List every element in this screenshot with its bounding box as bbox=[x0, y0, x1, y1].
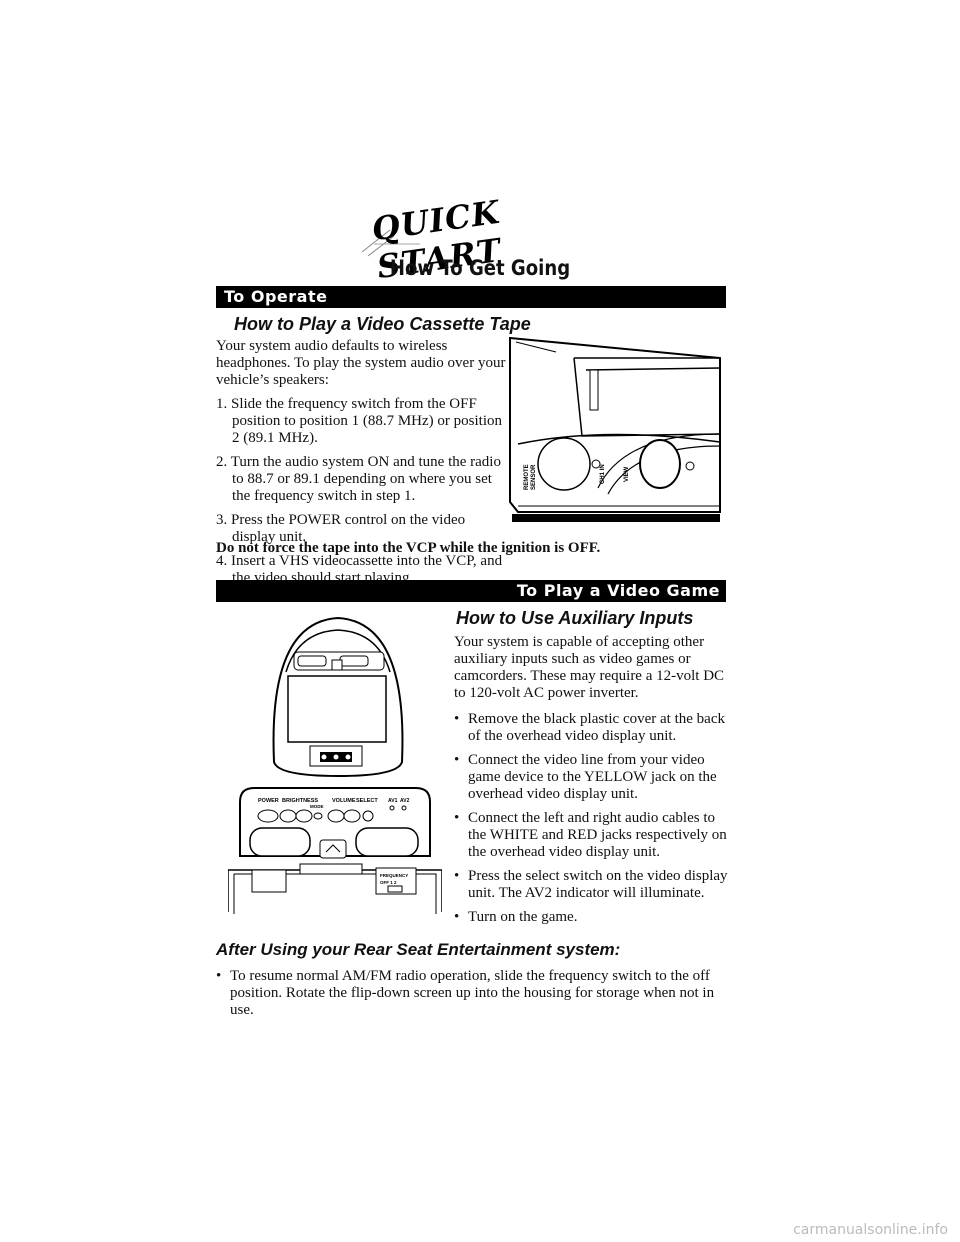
bullet-dot: • bbox=[454, 868, 460, 884]
warning-text: Do not force the tape into the VCP while… bbox=[216, 540, 601, 556]
panel-label-power: POWER bbox=[258, 798, 279, 804]
game-bullet-2: • Connect the video line from your video … bbox=[454, 752, 730, 803]
quick-start-logo: QUICK START bbox=[360, 193, 600, 286]
game-bullet-4: • Press the select switch on the video di… bbox=[454, 868, 730, 902]
overhead-unit-illustration: POWER BRIGHTNESS MODE VOLUME SELECT AV1 … bbox=[227, 612, 443, 914]
operate-intro: Your system audio defaults to wireless h… bbox=[216, 338, 506, 388]
game-bullet-1: • Remove the black plastic cover at the b… bbox=[454, 711, 730, 745]
bullet-text: Connect the video line from your video g… bbox=[468, 752, 717, 802]
bullet-text: Connect the left and right audio cables … bbox=[468, 810, 727, 860]
footer-watermark: carmanualsonline.info bbox=[793, 1222, 948, 1238]
subhead-auxiliary-inputs: How to Use Auxiliary Inputs bbox=[456, 608, 694, 628]
bullet-text: Turn on the game. bbox=[468, 909, 578, 925]
page-title: How To Get Going bbox=[389, 256, 571, 280]
bullet-dot: • bbox=[454, 711, 460, 727]
bullet-text: To resume normal AM/FM radio operation, … bbox=[230, 968, 715, 1018]
panel-label-av2: AV2 bbox=[400, 798, 410, 804]
after-bullet-1: • To resume normal AM/FM radio operation,… bbox=[216, 968, 728, 1019]
vcp-illustration: REMOTE SENSOR CH1 IN VIEW bbox=[504, 334, 722, 524]
panel-label-frequency: FREQUENCY bbox=[380, 873, 408, 878]
game-bullet-5: • Turn on the game. bbox=[454, 909, 730, 926]
after-text: • To resume normal AM/FM radio operation,… bbox=[216, 968, 728, 1026]
subhead-video-cassette: How to Play a Video Cassette Tape bbox=[234, 314, 531, 334]
step-1: 1. Slide the frequency switch from the O… bbox=[216, 396, 502, 446]
game-bullet-3: • Connect the left and right audio cables… bbox=[454, 810, 730, 861]
vcp-label-view: VIEW bbox=[624, 466, 630, 482]
vcp-label-sensor: SENSOR bbox=[531, 464, 537, 490]
panel-label-av1: AV1 bbox=[388, 798, 398, 804]
after-heading: After Using your Rear Seat Entertainment… bbox=[216, 940, 621, 959]
game-intro: Your system is capable of accepting othe… bbox=[454, 634, 725, 701]
vcp-label-remote: REMOTE bbox=[524, 464, 530, 490]
bullet-dot: • bbox=[454, 909, 460, 925]
logo-swoosh-icon bbox=[361, 229, 420, 257]
bullet-text: Remove the black plastic cover at the ba… bbox=[468, 711, 725, 744]
panel-label-freq-positions: OFF 1 2 bbox=[380, 880, 397, 885]
section-bar-label: To Play a Video Game bbox=[516, 581, 720, 600]
bullet-dot: • bbox=[454, 810, 460, 826]
bullet-dot: • bbox=[454, 752, 460, 768]
section-bar-label: To Operate bbox=[224, 287, 328, 306]
panel-label-volume: VOLUME bbox=[332, 798, 356, 804]
game-text: Your system is capable of accepting othe… bbox=[454, 634, 730, 933]
section-bar-operate: To Operate bbox=[216, 286, 726, 308]
panel-label-brightness: BRIGHTNESS bbox=[282, 798, 318, 804]
step-3: 3. Press the POWER control on the video … bbox=[216, 512, 466, 545]
bullet-dot: • bbox=[216, 968, 222, 984]
panel-label-mode: MODE bbox=[310, 804, 324, 809]
vcp-label-ch-in: CH1 IN bbox=[600, 464, 606, 484]
section-bar-game: To Play a Video Game bbox=[216, 580, 726, 602]
step-2: 2. Turn the audio system ON and tune the… bbox=[216, 454, 501, 504]
bullet-text: Press the select switch on the video dis… bbox=[468, 868, 728, 901]
panel-label-select: SELECT bbox=[356, 798, 378, 804]
